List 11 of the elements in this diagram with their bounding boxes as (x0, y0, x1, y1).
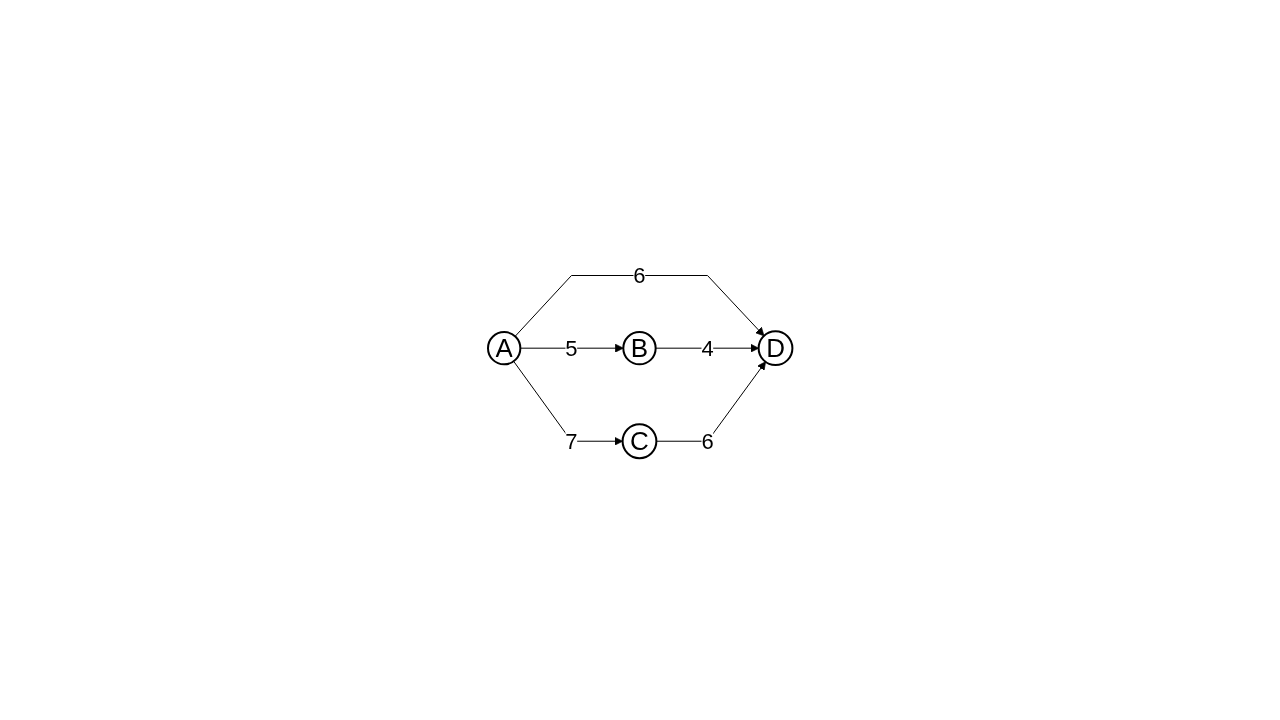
edge-label: 4 (701, 335, 714, 361)
node-circle: D (757, 330, 794, 367)
node-circle: A (486, 331, 522, 366)
edge-label: 6 (633, 263, 646, 289)
edge-label: 7 (565, 428, 578, 454)
arrow (512, 360, 623, 446)
edge-label: 6 (701, 428, 714, 454)
edge-label: 5 (565, 335, 578, 361)
arrow (514, 275, 765, 337)
node-circle: C (621, 423, 658, 460)
node-circle: B (622, 331, 657, 366)
